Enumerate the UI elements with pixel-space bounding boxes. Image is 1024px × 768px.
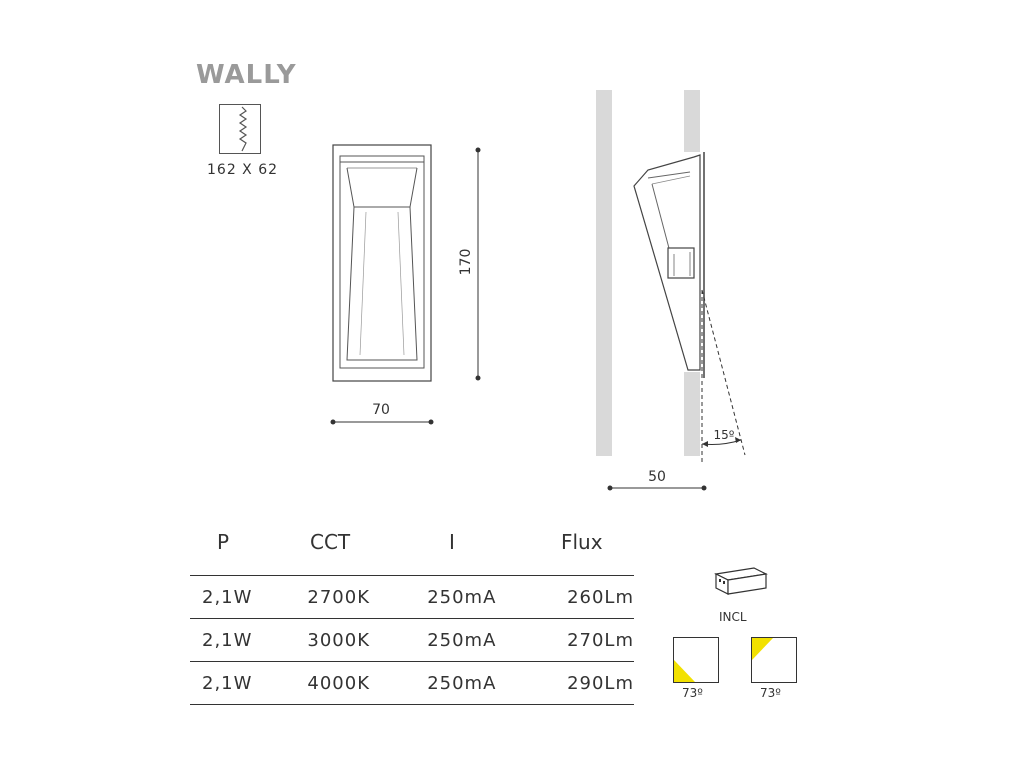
wall-left <box>596 90 612 456</box>
power-cell: 2,1W <box>190 661 294 705</box>
depth-value: 50 <box>648 469 666 485</box>
cct-cell: 3000K <box>293 618 408 662</box>
table-row: 2,1W 3000K 250mA 270Lm <box>190 618 634 662</box>
beam-downlight-icon <box>673 637 719 683</box>
header-flux: Flux <box>561 530 603 554</box>
current-cell: 250mA <box>407 575 552 619</box>
driver-icon <box>714 567 768 595</box>
wall-cut-icon <box>238 106 248 152</box>
header-power: P <box>217 530 230 554</box>
flux-cell: 290Lm <box>551 661 634 705</box>
beam-uplight-icon <box>751 637 797 683</box>
front-view <box>332 144 432 382</box>
header-cct: CCT <box>310 530 351 554</box>
product-title: WALLY <box>196 60 297 90</box>
side-view <box>596 90 746 462</box>
power-cell: 2,1W <box>190 575 294 619</box>
spec-table: 2,1W 2700K 250mA 260Lm 2,1W 3000K 250mA … <box>190 575 634 705</box>
flux-cell: 260Lm <box>551 575 634 619</box>
beam-angle-label: 73º <box>760 686 781 700</box>
header-current: I <box>449 530 455 554</box>
depth-dimension <box>607 485 707 491</box>
angle-value: 15º <box>714 428 735 442</box>
cct-cell: 4000K <box>293 661 408 705</box>
width-dimension <box>330 419 434 425</box>
driver-label: INCL <box>719 610 747 624</box>
technical-drawing: 170 70 15º 50 <box>330 90 746 491</box>
current-cell: 250mA <box>407 661 552 705</box>
table-row: 2,1W 2700K 250mA 260Lm <box>190 575 634 619</box>
luminaire-body <box>633 154 701 371</box>
wall-right-top <box>684 90 700 152</box>
angled-beam-line <box>701 289 746 456</box>
beam-angle-label: 73º <box>682 686 703 700</box>
width-value: 70 <box>372 402 390 418</box>
flux-cell: 270Lm <box>551 618 634 662</box>
wall-right-bottom <box>684 372 700 456</box>
cutout-size-label: 162 X 62 <box>207 162 279 178</box>
table-row: 2,1W 4000K 250mA 290Lm <box>190 661 634 705</box>
current-cell: 250mA <box>407 618 552 662</box>
recess-cutout-icon <box>219 104 261 154</box>
height-value: 170 <box>458 249 474 276</box>
cct-cell: 2700K <box>293 575 408 619</box>
height-dimension <box>475 147 481 381</box>
front-opening <box>339 155 425 369</box>
power-cell: 2,1W <box>190 618 294 662</box>
